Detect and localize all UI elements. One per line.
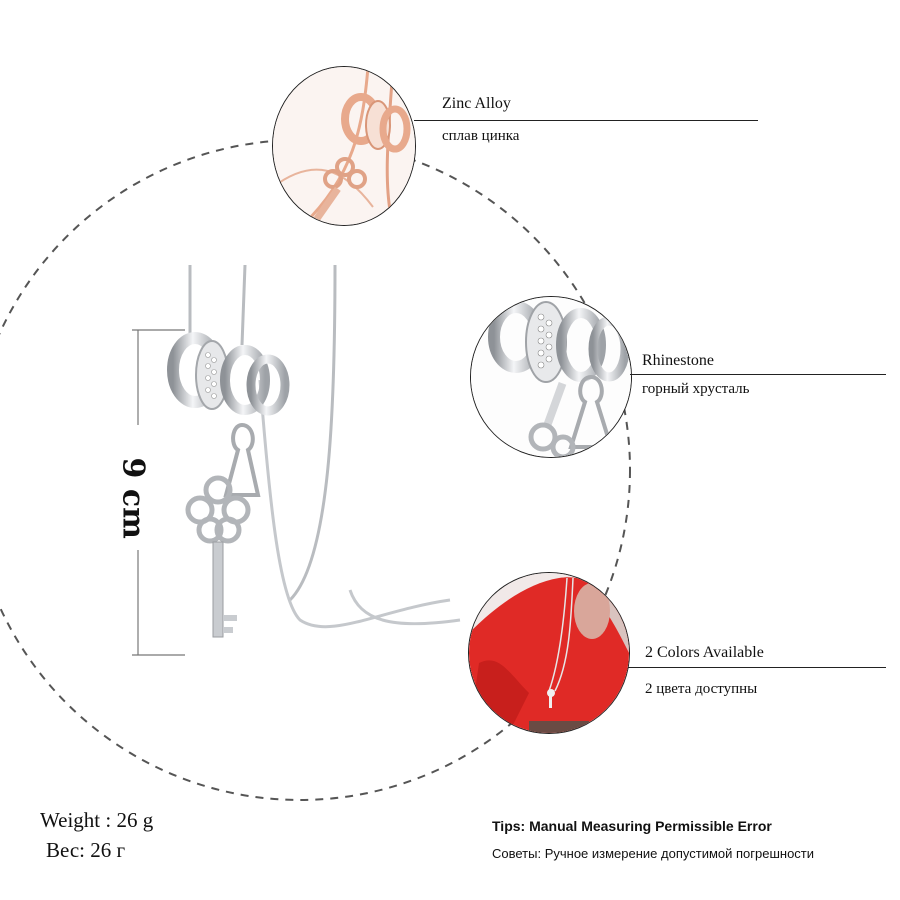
tips-ru: Советы: Ручное измерение допустимой погр… xyxy=(492,846,815,861)
callout-rhinestone-line xyxy=(630,374,886,375)
callout-rhinestone-en: Rhinestone xyxy=(642,352,714,369)
weight-ru: Вес: 26 г xyxy=(46,838,126,862)
dimension-label: 9 cm xyxy=(115,457,151,539)
tips-en: Tips: Manual Measuring Permissible Error xyxy=(492,818,772,834)
zinc-alloy-detail-image xyxy=(272,66,416,226)
model-wearing-necklace-image xyxy=(468,572,630,734)
callout-colors-ru: 2 цвета доступны xyxy=(645,681,758,697)
necklace-main-image xyxy=(167,264,461,638)
callout-colors-en: 2 Colors Available xyxy=(645,644,764,661)
callout-zinc-alloy-line xyxy=(414,120,758,121)
rhinestone-detail-image xyxy=(470,296,632,458)
callout-colors-line xyxy=(628,667,886,668)
callout-rhinestone-ru: горный хрусталь xyxy=(642,381,750,397)
callout-zinc-alloy-ru: сплав цинка xyxy=(442,128,520,144)
dimension-bracket xyxy=(132,329,185,656)
callout-zinc-alloy-en: Zinc Alloy xyxy=(442,95,511,112)
weight-en: Weight : 26 g xyxy=(40,808,154,832)
